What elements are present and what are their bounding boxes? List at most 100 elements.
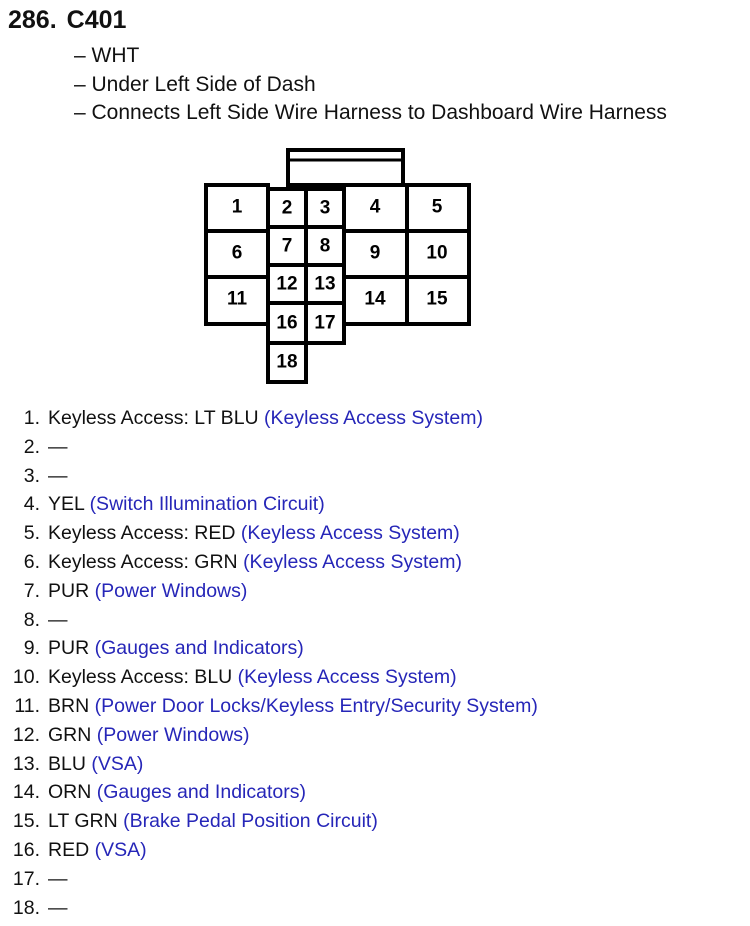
cavity-label: 1 [232,197,243,218]
pin-row: 15. LT GRN (Brake Pedal Position Circuit) [0,807,538,836]
pin-circuit-link[interactable]: (Switch Illumination Circuit) [89,493,325,516]
pin-number: 16. [12,838,40,861]
pin-row: 8. — [0,606,538,635]
pin-wire: LT GRN [48,810,118,833]
connector-number: 286. [8,6,57,34]
pin-circuit-link[interactable]: (Power Windows) [96,723,250,746]
pin-circuit-link[interactable]: (Keyless Access System) [240,522,460,545]
connector-heading: 286. C401 [8,6,126,35]
pin-number: 10. [12,666,40,689]
pin-row: 6. Keyless Access: GRN (Keyless Access Sy… [0,548,538,577]
cavity-label: 3 [320,198,331,219]
pin-row: 7. PUR (Power Windows) [0,577,538,606]
cavity-label: 17 [314,313,335,334]
cavity-label: 11 [227,289,248,310]
pin-wire: — [48,464,68,487]
cavity-label: 6 [232,243,243,264]
pin-number: 2. [23,435,40,458]
pin-wire: — [48,867,68,890]
pin-circuit-link[interactable]: (VSA) [94,838,147,861]
pin-number: 14. [12,781,40,804]
cavity-10 [405,229,471,279]
pin-circuit-link[interactable]: (Gauges and Indicators) [96,781,306,804]
cavity-label: 16 [276,313,297,334]
pin-row: 18. — [0,894,538,923]
pin-wire: GRN [48,723,92,746]
cavity-label: 18 [276,352,297,373]
pin-row: 5. Keyless Access: RED (Keyless Access Sy… [0,519,538,548]
pin-number: 18. [12,896,40,919]
cavity-label: 5 [432,197,443,218]
cavity-15 [405,275,471,326]
pin-wire: PUR [48,579,90,602]
pin-number: 7. [23,579,40,602]
pin-wire: RED [48,838,90,861]
pin-number: 6. [23,550,40,573]
cavity-label: 2 [282,198,293,219]
pin-number: 9. [23,637,40,660]
pin-wire: — [48,435,68,458]
pin-wire: — [48,896,68,919]
pin-wire: Keyless Access: BLU [48,666,233,689]
pin-circuit-link[interactable]: (Power Windows) [94,579,248,602]
pin-wire: BLU [48,752,86,775]
cavity-18 [266,341,308,384]
pin-circuit-link[interactable]: (Power Door Locks/Keyless Entry/Security… [94,694,538,717]
cavity-17 [304,301,346,345]
pin-number: 11. [14,694,40,717]
cavity-5 [405,183,471,233]
pin-wire: PUR [48,637,90,660]
cavity-label: 4 [370,197,381,218]
pin-circuit-link[interactable]: (Brake Pedal Position Circuit) [123,810,378,833]
pin-row: 2. — [0,433,538,462]
pin-number: 5. [23,522,40,545]
pin-wire: Keyless Access: RED [48,522,236,545]
pin-wire: BRN [48,694,90,717]
pin-circuit-link[interactable]: (Keyless Access System) [264,407,483,429]
pin-number: 1. [23,407,40,429]
pin-circuit-link[interactable]: (VSA) [91,752,144,775]
cavity-label: 12 [276,274,297,295]
pin-row: 9. PUR (Gauges and Indicators) [0,634,538,663]
pin-number: 3. [23,464,40,487]
cavity-2 [266,187,308,229]
pin-circuit-link[interactable]: (Keyless Access System) [237,666,457,689]
pin-list: 1. Keyless Access: LT BLU (Keyless Access… [0,404,538,922]
pin-row: 13. BLU (VSA) [0,750,538,779]
cavity-1 [204,183,270,233]
pin-number: 15. [12,810,40,833]
pin-number: 4. [23,493,40,516]
pin-wire: ORN [48,781,92,804]
connector-location: – Under Left Side of Dash [74,72,316,96]
connector-code: C401 [66,6,127,34]
pin-row: 4. YEL (Switch Illumination Circuit) [0,490,538,519]
pin-wire: Keyless Access: LT BLU [48,407,259,429]
connector-details: – WHT – Under Left Side of Dash – Connec… [74,42,667,128]
cavity-14 [342,275,409,326]
pin-number: 13. [12,752,40,775]
cavity-label: 15 [426,289,448,310]
cavity-label: 10 [426,243,447,264]
cavity-label: 9 [370,243,381,264]
cavity-4 [342,183,409,233]
pin-number: 8. [23,608,40,631]
pin-circuit-link[interactable]: (Keyless Access System) [243,550,462,573]
pin-row: 11. BRN (Power Door Locks/Keyless Entry/S… [0,692,538,721]
cavity-label: 14 [364,289,386,310]
pin-row: 1. Keyless Access: LT BLU (Keyless Access… [0,404,538,433]
pin-row: 3. — [0,462,538,491]
cavity-label: 13 [314,274,335,295]
pin-circuit-link[interactable]: (Gauges and Indicators) [94,637,304,660]
connector-face-diagram: 1 2 3 4 5 6 7 8 9 10 11 12 13 14 15 16 1… [204,148,471,384]
pin-row: 16. RED (VSA) [0,836,538,865]
pin-row: 14. ORN (Gauges and Indicators) [0,778,538,807]
pin-row: 17. — [0,865,538,894]
cavity-label: 8 [320,236,331,257]
pin-wire: — [48,608,68,631]
pin-row: 12.GRN (Power Windows) [0,721,538,750]
pin-number: 17. [12,867,40,890]
pin-wire: YEL [48,493,85,516]
connector-lock-tab [286,148,405,187]
pin-wire: Keyless Access: GRN [48,550,238,573]
connector-description: – Connects Left Side Wire Harness to Das… [74,101,667,124]
